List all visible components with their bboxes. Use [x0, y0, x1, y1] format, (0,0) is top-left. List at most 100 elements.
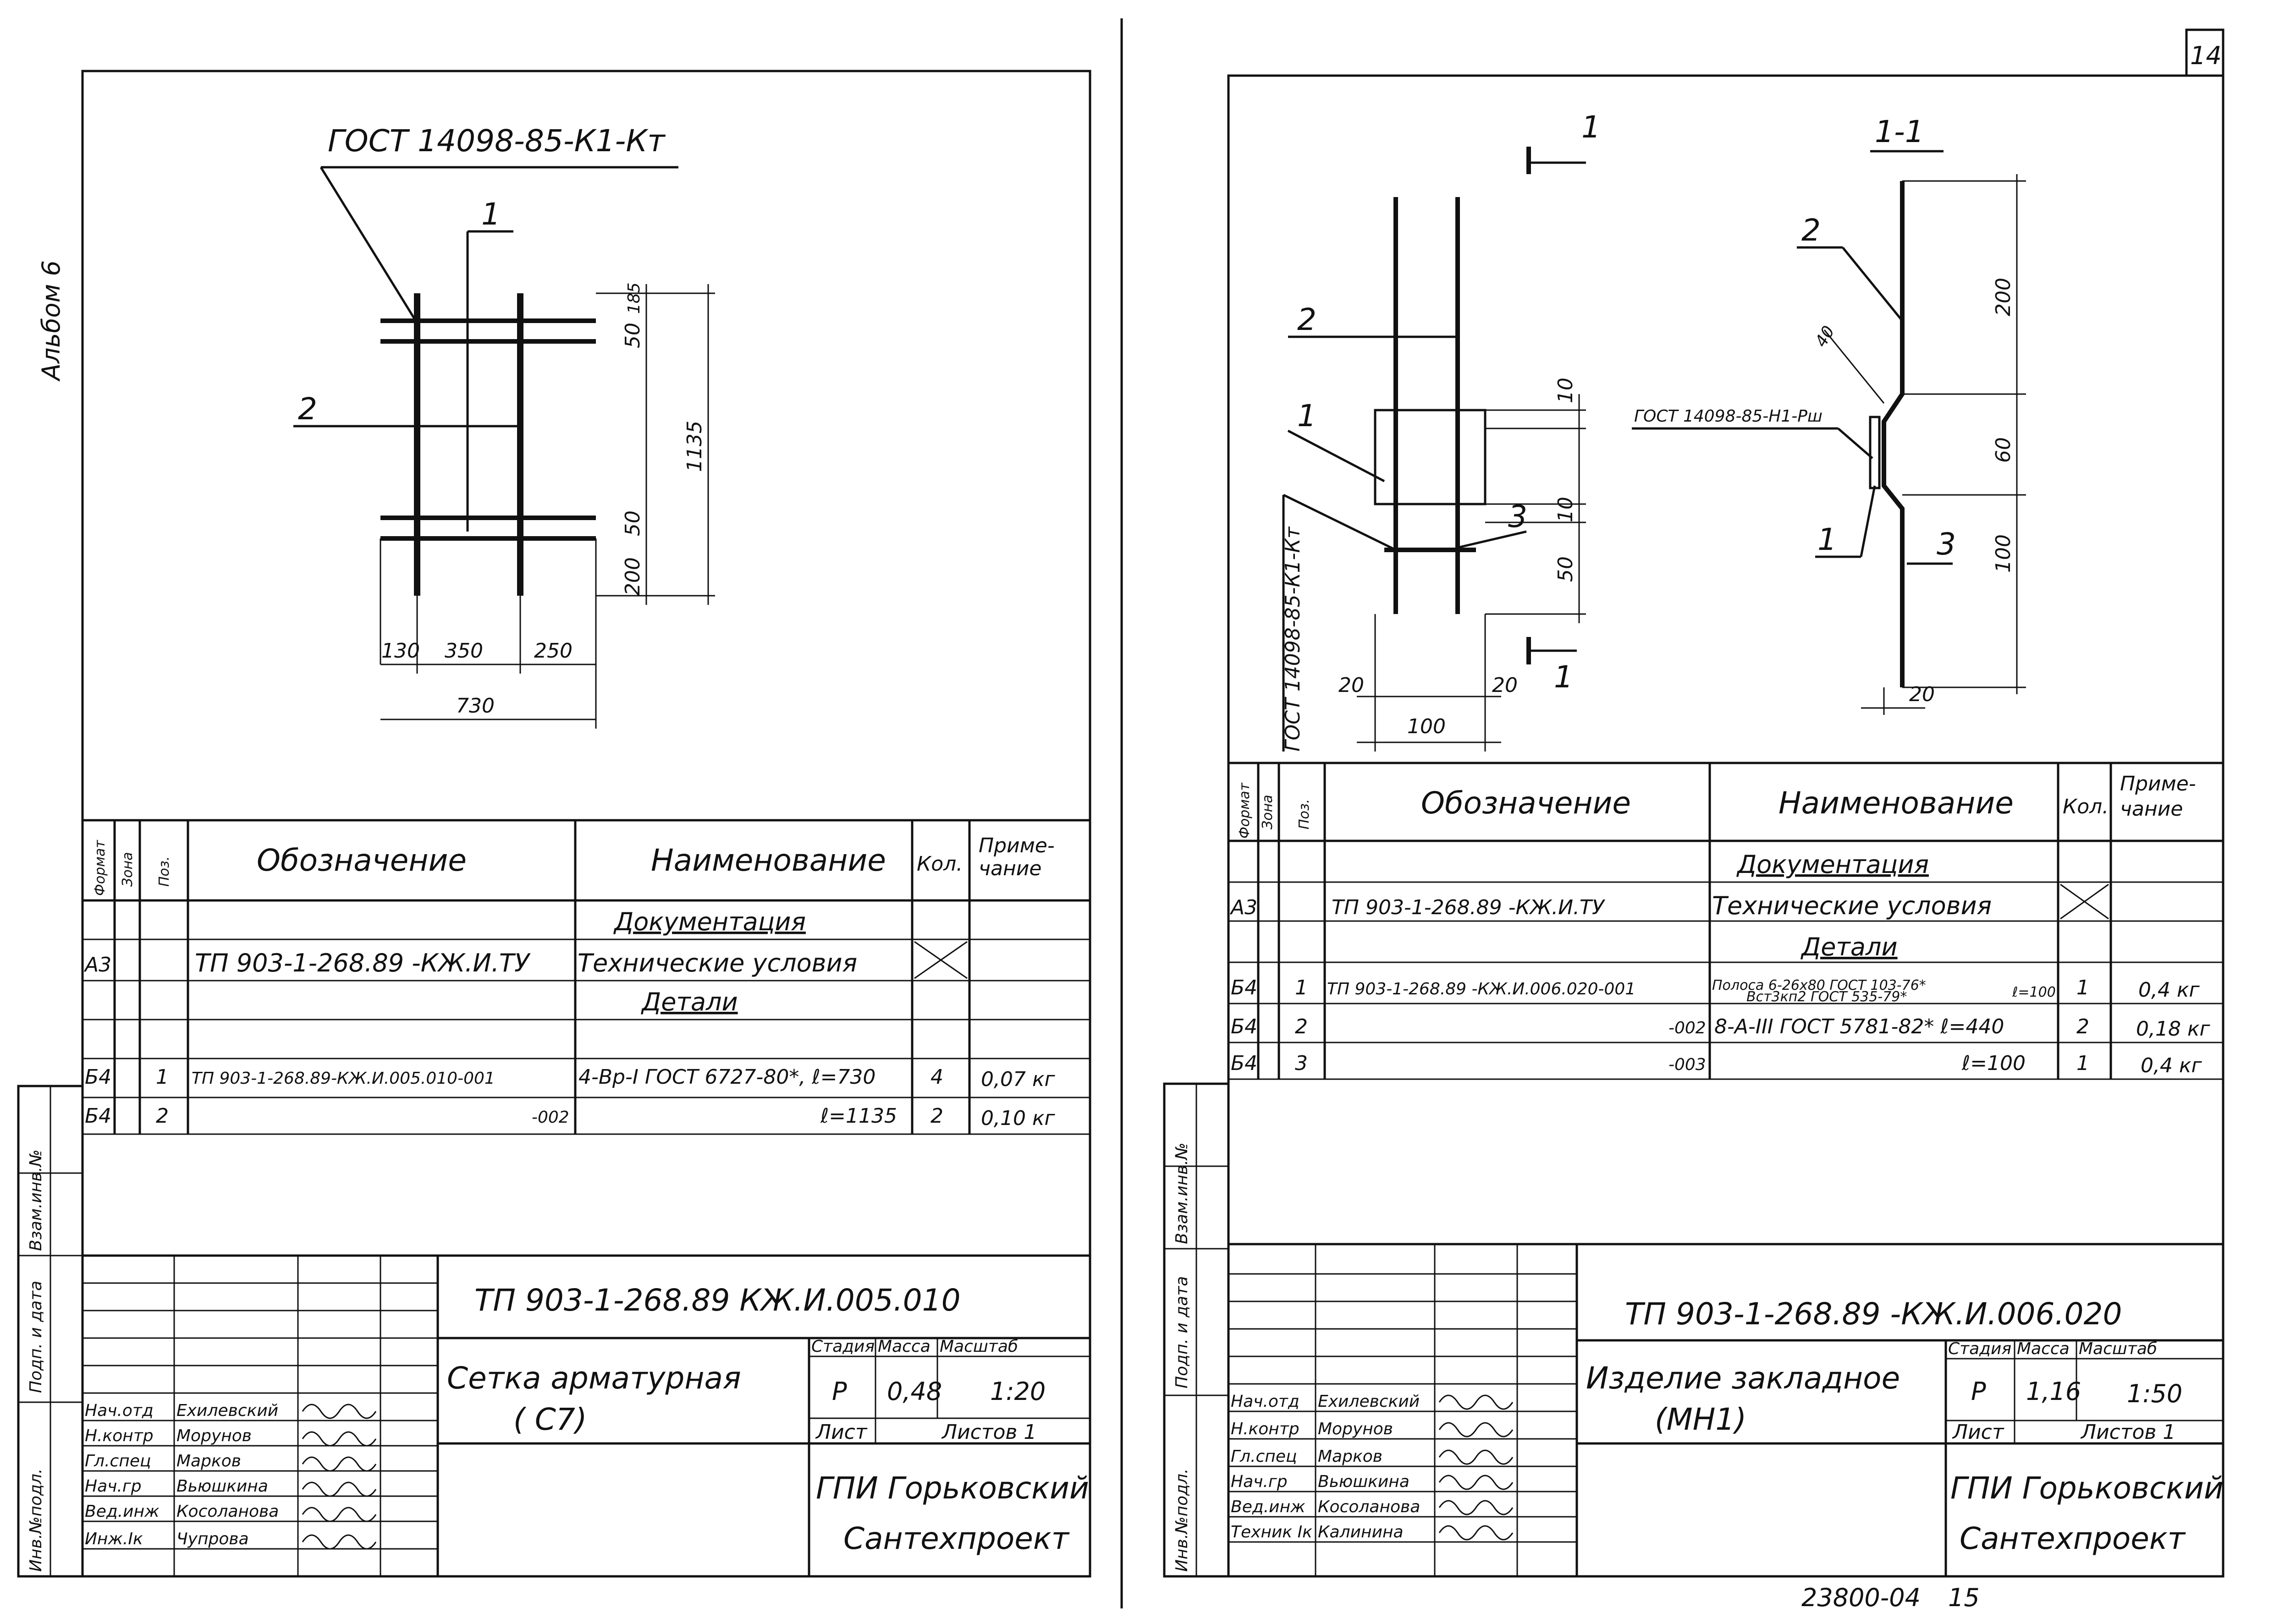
- right-row3-pos: 3: [1295, 1052, 1308, 1075]
- right-stamp-inv: Инв.№подл.: [1173, 1469, 1191, 1572]
- left-staff-name-2: Марков: [176, 1452, 241, 1470]
- page-number: 14: [2190, 41, 2222, 70]
- right-staff-name-2: Марков: [1318, 1447, 1382, 1466]
- right-side-stamp: Взам.инв.№ Подп. и дата Инв.№подл.: [1163, 1082, 1230, 1578]
- right-frame: [1227, 74, 2224, 1578]
- footer-code: 23800-04: [1801, 1583, 1921, 1612]
- left-header-name: Наименование: [651, 843, 886, 878]
- left-section-parts: Детали: [641, 988, 738, 1016]
- right-title-1: Изделие закладное: [1586, 1361, 1900, 1396]
- left-dim-730: 730: [456, 694, 495, 718]
- left-spec-table: Формат Зона Поз. Обозначение Наименовани…: [83, 819, 1090, 1135]
- left-row1-designation: ТП 903-1-268.89-КЖ.И.005.010-001: [192, 1069, 495, 1088]
- right-staff-name-5: Калинина: [1318, 1523, 1404, 1542]
- left-mesh-drawing: ГОСТ 14098-85-К1-Кт 1 2 130 350 250 730: [293, 123, 715, 729]
- right-gost-callout: ГОСТ 14098-85-Н1-Рш: [1634, 407, 1823, 426]
- signature-0: [302, 1404, 377, 1419]
- right-dim-40: 40: [1811, 323, 1838, 350]
- signature-r1: [1438, 1422, 1514, 1437]
- left-row1-pos: 1: [156, 1065, 169, 1089]
- right-stage: Р: [1971, 1377, 1986, 1406]
- right-org-1: ГПИ Горьковский: [1950, 1470, 2224, 1506]
- right-dim-50: 50: [1554, 556, 1577, 582]
- left-row1-format: Б4: [85, 1065, 111, 1089]
- right-dim-20a: 20: [1338, 674, 1364, 697]
- right-row2-qty: 2: [2076, 1015, 2089, 1038]
- right-row-a3-designation: ТП 903-1-268.89 -КЖ.И.ТУ: [1332, 896, 1606, 919]
- right-header-qty: Кол.: [2063, 795, 2109, 818]
- right-row2-note: 0,18 кг: [2136, 1017, 2211, 1041]
- left-dim-50a: 50: [621, 323, 644, 348]
- right-dim-20c: 20: [1909, 683, 1935, 706]
- right-front-label-2: 2: [1297, 302, 1316, 337]
- left-header-note-2: чание: [979, 857, 1041, 880]
- right-staff-name-3: Вьюшкина: [1318, 1472, 1410, 1491]
- right-front-view: 1 1 2 1 3 ГОСТ 14098-85-К1-Кт 10 10 50: [1281, 110, 1601, 752]
- right-section-mark-bottom: 1: [1554, 659, 1573, 695]
- left-h-stage: Стадия: [811, 1337, 875, 1356]
- left-row-a3-name: Технические условия: [578, 949, 857, 977]
- left-section-docs: Документация: [613, 907, 806, 936]
- right-row3-designation: -003: [1668, 1055, 1706, 1074]
- left-row1-name: 4-Вр-I ГОСТ 6727-80*, ℓ=730: [578, 1065, 875, 1089]
- right-front-label-1: 1: [1297, 398, 1316, 433]
- right-row3-format: Б4: [1231, 1052, 1257, 1075]
- right-staff-name-4: Косоланова: [1318, 1498, 1420, 1516]
- right-doc-code: ТП 903-1-268.89 -КЖ.И.006.020: [1625, 1296, 2122, 1332]
- left-row-a3-designation: ТП 903-1-268.89 -КЖ.И.ТУ: [195, 949, 531, 977]
- left-staff-role-5: Инж.Iк: [85, 1530, 143, 1548]
- right-stamp-sign: Подп. и дата: [1173, 1276, 1191, 1388]
- left-dim-250: 250: [534, 639, 573, 663]
- left-title-block: ТП 903-1-268.89 КЖ.И.005.010 Сетка армат…: [83, 1254, 1090, 1576]
- right-row1-note: 0,4 кг: [2138, 978, 2200, 1002]
- left-staff-role-3: Нач.гр: [85, 1477, 142, 1496]
- right-section-label-3: 3: [1937, 527, 1956, 562]
- right-h-mass: Масса: [2017, 1339, 2070, 1358]
- left-dim-350: 350: [445, 639, 483, 663]
- right-section-label-2: 2: [1801, 213, 1821, 248]
- left-staff-role-0: Нач.отд: [85, 1401, 154, 1420]
- right-row1-name-a: Полоса 6-26х80 ГОСТ 103-76*: [1712, 977, 1926, 993]
- right-dim-20b: 20: [1492, 674, 1518, 697]
- left-frame: [81, 70, 1091, 1578]
- right-sheet: 14 1 1 2 1 3 ГОСТ 14098-85-К1-Кт: [1163, 28, 2224, 1612]
- left-row-a3-format: А3: [83, 953, 111, 977]
- left-row2-designation: -002: [532, 1108, 569, 1127]
- signature-2: [302, 1456, 377, 1472]
- right-row3-note: 0,4 кг: [2141, 1054, 2202, 1077]
- right-section-docs: Документация: [1736, 850, 1929, 879]
- right-title-2: (МН1): [1655, 1402, 1746, 1437]
- left-stage: Р: [832, 1377, 847, 1406]
- left-staff-name-5: Чупрова: [176, 1530, 249, 1548]
- right-header-pos: Поз.: [1296, 799, 1312, 829]
- right-section-label-1: 1: [1817, 522, 1837, 557]
- left-staff-role-1: Н.контр: [85, 1426, 154, 1445]
- right-section-view: 1-1 2 ГОСТ 14098-85-Н1-Рш 1 3 40: [1632, 114, 2026, 715]
- right-row1-designation: ТП 903-1-268.89 -КЖ.И.006.020-001: [1327, 980, 1635, 999]
- right-h-stage: Стадия: [1948, 1339, 2011, 1358]
- left-stamp-inv: Инв.№подл.: [27, 1469, 45, 1572]
- right-row1-format: Б4: [1231, 976, 1257, 999]
- right-staff-role-0: Нач.отд: [1231, 1392, 1299, 1411]
- right-row3-qty: 1: [2076, 1052, 2089, 1075]
- right-header-format: Формат: [1237, 782, 1253, 839]
- right-h-sheets: Листов 1: [2080, 1421, 2175, 1444]
- left-staff-name-3: Вьюшкина: [176, 1477, 268, 1496]
- right-gost-vertical: ГОСТ 14098-85-К1-Кт: [1281, 526, 1305, 752]
- left-row1-qty: 4: [931, 1065, 943, 1089]
- right-dim-10b: 10: [1554, 497, 1577, 522]
- left-row2-qty: 2: [931, 1104, 943, 1128]
- right-spec-table: Формат Зона Поз. Обозначение Наименовани…: [1228, 762, 2223, 1080]
- right-row1-name-b: Вст3кп2 ГОСТ 535-79*: [1746, 989, 1907, 1005]
- right-header-designation: Обозначение: [1421, 785, 1631, 821]
- right-dim-100b: 100: [1992, 534, 2015, 573]
- signature-r5: [1438, 1525, 1514, 1541]
- left-header-format: Формат: [92, 839, 108, 896]
- right-header-note-1: Приме-: [2120, 772, 2196, 796]
- right-staff-name-0: Ехилевский: [1318, 1392, 1420, 1411]
- right-header-note-2: чание: [2120, 797, 2183, 821]
- right-staff-role-5: Техник Iк: [1231, 1523, 1312, 1542]
- left-staff-name-1: Морунов: [176, 1426, 252, 1445]
- left-title-2: ( С7): [513, 1402, 587, 1437]
